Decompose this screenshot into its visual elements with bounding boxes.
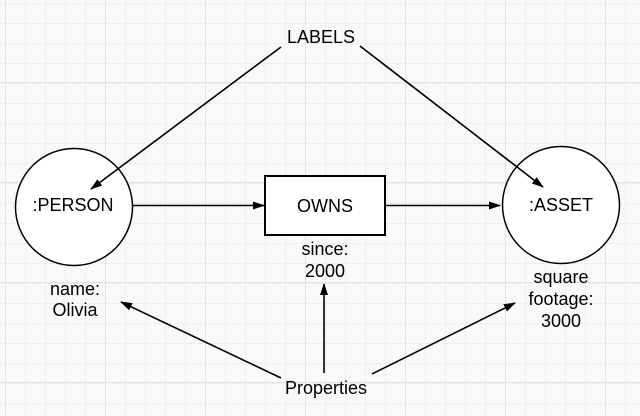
person-property-value: Olivia [52, 300, 98, 320]
asset-node-circle [501, 145, 621, 265]
owns-relationship-label: OWNS [297, 196, 353, 216]
asset-property-key-line2: footage: [528, 289, 593, 309]
relationship-property-value: 2000 [305, 261, 345, 281]
person-node-label: :PERSON [32, 195, 113, 215]
labels-to-asset-arrow [359, 45, 544, 188]
person-node-circle [14, 147, 134, 267]
owns-relationship-box [264, 175, 386, 236]
person-property-key: name: [50, 279, 100, 299]
relationship-property-key: since: [301, 239, 348, 259]
labels-annotation: LABELS [287, 27, 355, 47]
asset-node-label: :ASSET [529, 195, 593, 215]
labels-to-person-arrow [90, 46, 282, 190]
asset-property-key-line1: square [533, 267, 588, 287]
asset-property-value: 3000 [541, 311, 581, 331]
properties-annotation: Properties [285, 378, 367, 398]
properties-to-person-property-arrow [120, 301, 282, 379]
properties-to-asset-property-arrow [371, 302, 516, 375]
